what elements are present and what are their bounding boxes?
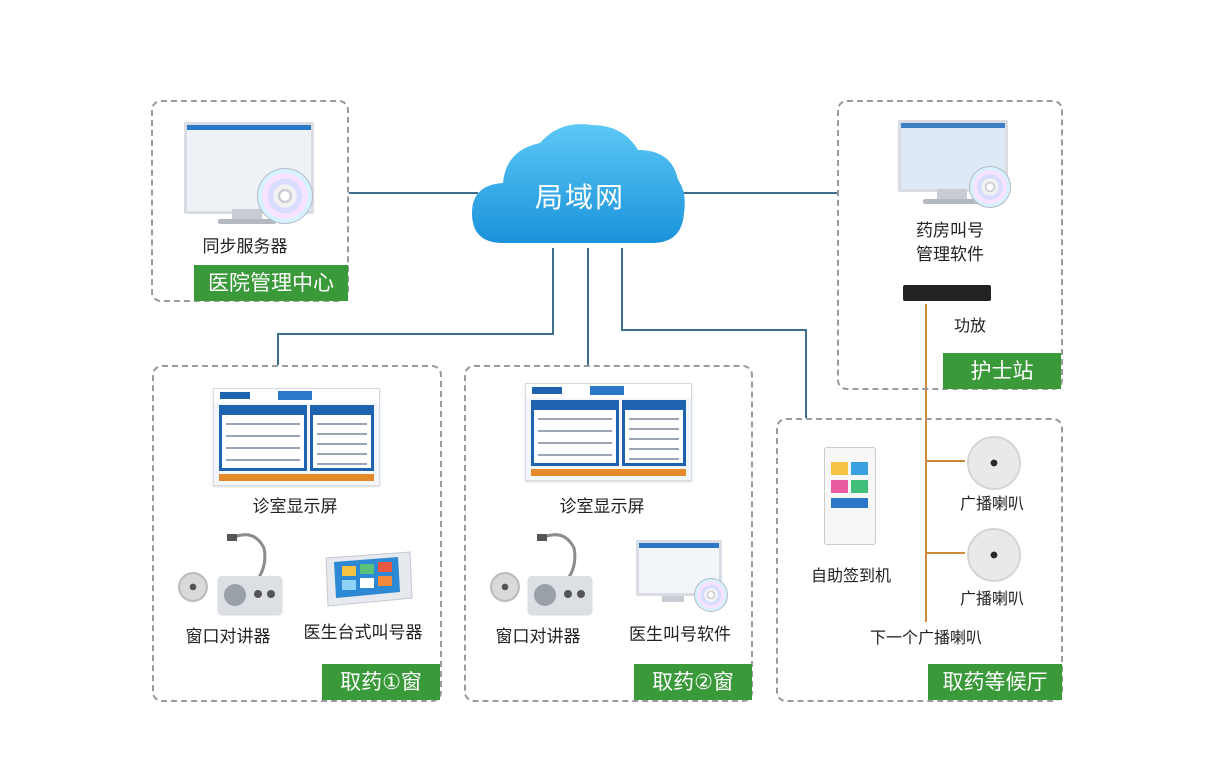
amplifier-device [903, 285, 991, 301]
gooseneck-mic-icon [227, 533, 267, 585]
zone-hospital-center [151, 100, 349, 302]
display-screen-1 [213, 388, 380, 486]
zone-label-hospital-center: 医院管理中心 [194, 265, 348, 301]
cloud-icon [472, 124, 685, 243]
intercom-speaker-icon [178, 572, 208, 602]
caption-doctor-software: 医生叫号软件 [629, 625, 731, 645]
monitor-base [923, 199, 981, 204]
caption-kiosk: 自助签到机 [810, 566, 891, 585]
desk-caller-icon [325, 551, 413, 607]
monitor-stand [662, 596, 684, 602]
zone-nurse-station [837, 100, 1063, 390]
window-intercom-1 [218, 576, 282, 614]
cloud-label: 局域网 [534, 181, 625, 214]
caption-intercom-2: 窗口对讲器 [495, 627, 581, 647]
zone-label-nurse-station: 护士站 [943, 353, 1061, 389]
monitor-base [218, 219, 276, 224]
zone-label-window2: 取药②窗 [634, 664, 752, 700]
display-screen-2 [525, 383, 692, 481]
window-intercom-2 [528, 576, 592, 614]
broadcast-speaker-2 [967, 528, 1021, 582]
network-links [277, 192, 838, 418]
monitor-stand [937, 189, 967, 201]
caption-speaker-1: 广播喇叭 [959, 494, 1024, 513]
caption-desk-caller: 医生台式叫号器 [303, 623, 423, 643]
caption-speaker-2: 广播喇叭 [959, 589, 1024, 608]
zone-waiting-hall [776, 418, 1063, 702]
caption-pharmacy-software-line1: 药房叫号 [916, 221, 984, 241]
caption-intercom-1: 窗口对讲器 [185, 627, 271, 647]
zone-window1 [152, 365, 442, 702]
zone-label-window1: 取药①窗 [322, 664, 440, 700]
broadcast-speaker-1 [967, 436, 1021, 490]
disc-icon [694, 578, 728, 612]
monitor-stand [232, 209, 262, 221]
caption-amplifier: 功放 [953, 316, 986, 335]
link-cloud-hall [621, 248, 807, 418]
gooseneck-mic-icon [537, 533, 577, 585]
caption-pharmacy-software-line2: 管理软件 [916, 245, 984, 265]
caption-next-speaker: 下一个广播喇叭 [869, 628, 982, 647]
caption-display-2: 诊室显示屏 [559, 497, 645, 517]
self-checkin-kiosk [824, 447, 876, 545]
caption-display-1: 诊室显示屏 [252, 497, 338, 517]
zone-label-waiting-hall: 取药等候厅 [928, 664, 1062, 700]
link-cloud-window1 [277, 248, 554, 365]
disc-icon [969, 166, 1011, 208]
intercom-speaker-icon [490, 572, 520, 602]
caption-sync-server: 同步服务器 [202, 237, 288, 257]
audio-cable [925, 304, 965, 622]
disc-icon [257, 168, 313, 224]
zone-window2 [464, 365, 753, 702]
